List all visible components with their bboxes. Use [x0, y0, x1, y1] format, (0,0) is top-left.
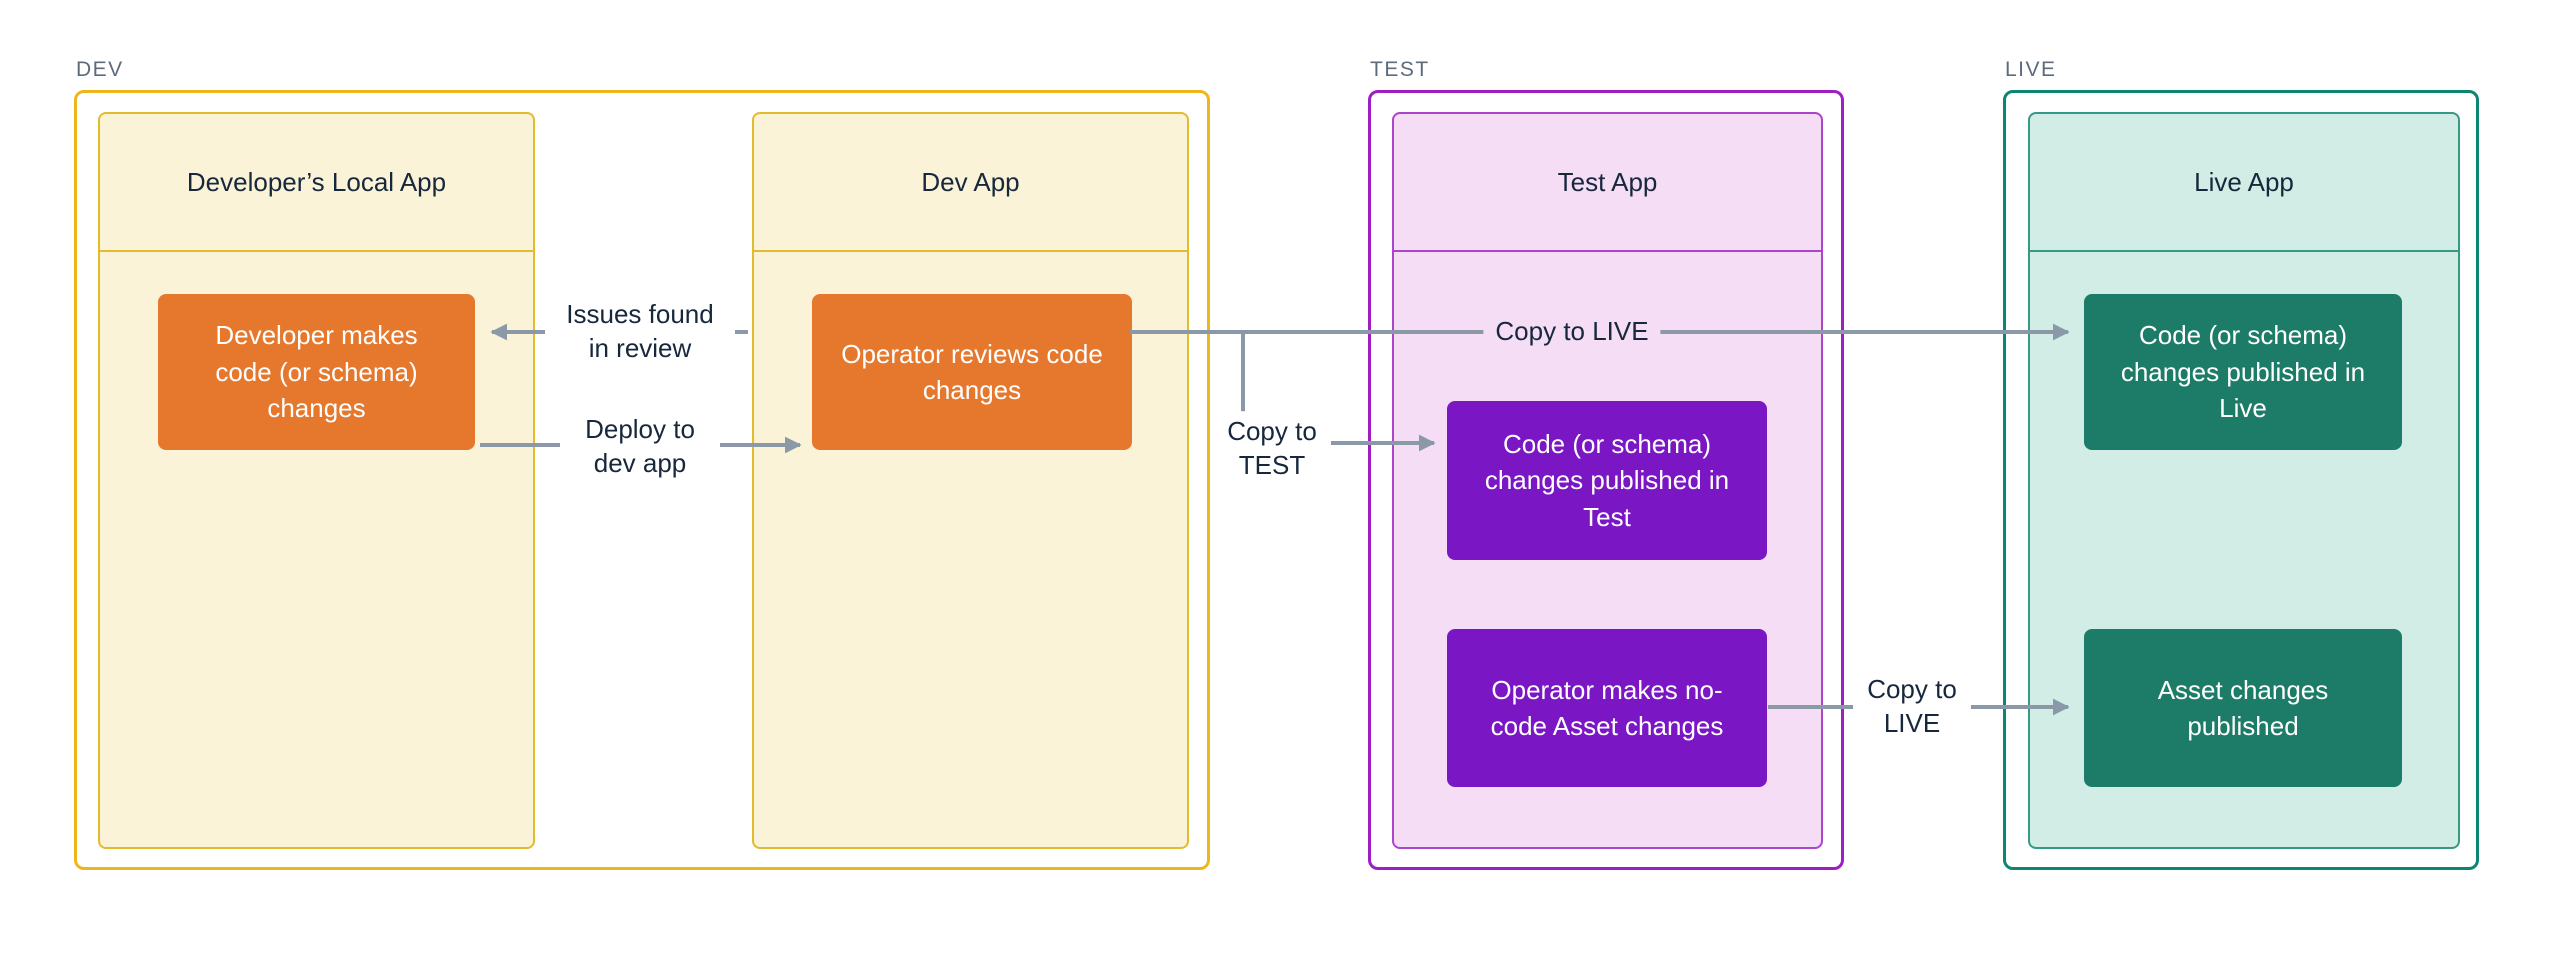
arrow-label-copy-to-live-bottom: Copy to LIVE [1853, 669, 1971, 745]
zone-live [2003, 90, 2479, 870]
app-test-title: Test App [1557, 166, 1658, 197]
zone-test [1368, 90, 1844, 870]
arrow-label-copy-to-test: Copy to TEST [1213, 411, 1331, 487]
zone-label-dev: DEV [76, 58, 124, 81]
app-live-header: Live App [2030, 114, 2458, 252]
arrow-label-issues-found: Issues found in review [545, 294, 735, 370]
node-operator-asset-changes: Operator makes no-code Asset changes [1447, 629, 1767, 787]
app-live-title: Live App [2194, 166, 2294, 197]
app-test: Test App Code (or schema) changes publis… [1392, 112, 1823, 849]
arrow-label-copy-to-live-top: Copy to LIVE [1483, 311, 1661, 353]
app-test-header: Test App [1394, 114, 1821, 252]
zone-dev [74, 90, 1210, 870]
app-developers-local-header: Developer’s Local App [100, 114, 533, 252]
node-published-live: Code (or schema) changes published in Li… [2084, 294, 2402, 450]
arrow-label-deploy-to-dev: Deploy to dev app [560, 409, 720, 485]
node-published-test: Code (or schema) changes published in Te… [1447, 401, 1767, 560]
app-developers-local: Developer’s Local App Developer makes co… [98, 112, 535, 849]
app-dev: Dev App Operator reviews code changes [752, 112, 1189, 849]
zone-label-live: LIVE [2005, 58, 2057, 81]
node-asset-published: Asset changes published [2084, 629, 2402, 787]
app-dev-header: Dev App [754, 114, 1187, 252]
app-dev-title: Dev App [921, 166, 1020, 197]
node-developer-makes-changes: Developer makes code (or schema) changes [158, 294, 475, 450]
node-operator-reviews: Operator reviews code changes [812, 294, 1132, 450]
app-developers-local-title: Developer’s Local App [186, 166, 447, 197]
zone-label-test: TEST [1370, 58, 1430, 81]
app-live: Live App Code (or schema) changes publis… [2028, 112, 2460, 849]
